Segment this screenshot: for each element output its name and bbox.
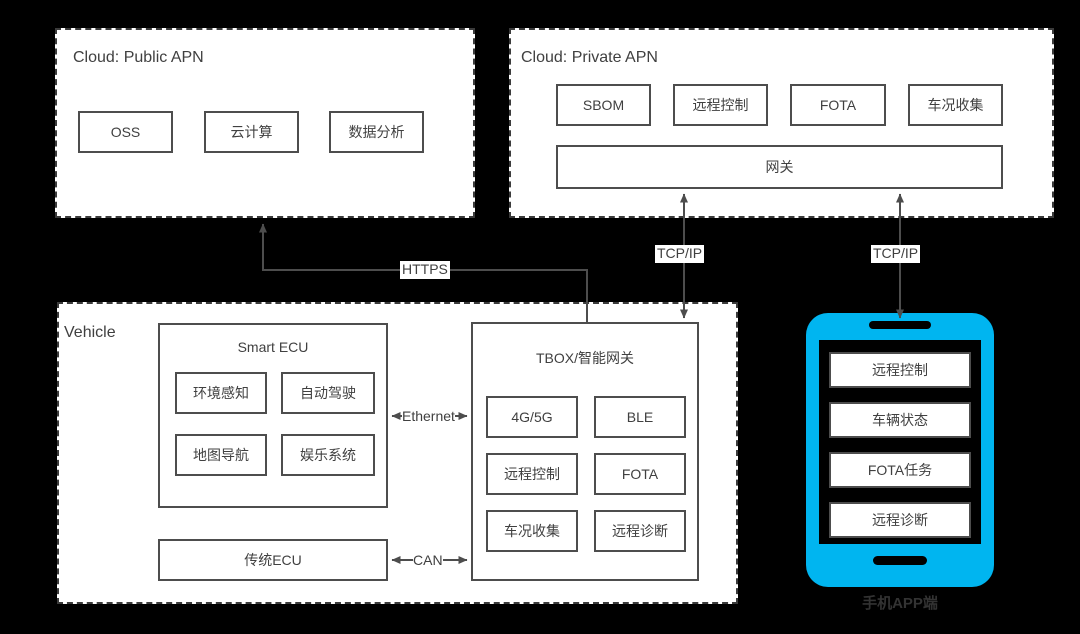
phone-speaker-icon <box>869 321 931 329</box>
tbox-module-4g5g[interactable]: 4G/5G <box>486 396 578 438</box>
public-apn-service-cloud-computing[interactable]: 云计算 <box>204 111 299 153</box>
connector-label-can: CAN <box>413 552 443 570</box>
phone-menu-item-fota-task[interactable]: FOTA任务 <box>829 452 971 488</box>
tbox-module-remote-control[interactable]: 远程控制 <box>486 453 578 495</box>
public-apn-title: Cloud: Public APN <box>73 49 204 66</box>
phone-menu-item-remote-diagnosis[interactable]: 远程诊断 <box>829 502 971 538</box>
private-apn-service-remote-control[interactable]: 远程控制 <box>673 84 768 126</box>
tbox-module-fota[interactable]: FOTA <box>594 453 686 495</box>
smart-ecu-container <box>158 323 388 508</box>
private-apn-service-vehicle-data[interactable]: 车况收集 <box>908 84 1003 126</box>
smart-ecu-title: Smart ECU <box>237 339 309 355</box>
smart-ecu-module-map-navigation[interactable]: 地图导航 <box>175 434 267 476</box>
private-apn-service-fota[interactable]: FOTA <box>790 84 886 126</box>
connector-label-https: HTTPS <box>400 261 450 279</box>
tbox-module-ble[interactable]: BLE <box>594 396 686 438</box>
phone-home-button[interactable] <box>873 556 927 565</box>
connector-label-tcpip-phone: TCP/IP <box>871 245 921 263</box>
phone-menu-item-remote-control[interactable]: 远程控制 <box>829 352 971 388</box>
tbox-module-vehicle-data[interactable]: 车况收集 <box>486 510 578 552</box>
tbox-module-remote-diagnosis[interactable]: 远程诊断 <box>594 510 686 552</box>
connector-label-ethernet: Ethernet <box>402 408 455 426</box>
private-apn-gateway[interactable]: 网关 <box>556 145 1003 189</box>
private-apn-title: Cloud: Private APN <box>521 49 658 66</box>
public-apn-service-data-analysis[interactable]: 数据分析 <box>329 111 424 153</box>
smart-ecu-module-perception[interactable]: 环境感知 <box>175 372 267 414</box>
phone-caption: 手机APP端 <box>862 595 938 612</box>
tbox-title: TBOX/智能网关 <box>535 350 634 366</box>
smart-ecu-module-autonomous-driving[interactable]: 自动驾驶 <box>281 372 375 414</box>
vehicle-title: Vehicle <box>64 324 116 341</box>
public-apn-service-oss[interactable]: OSS <box>78 111 173 153</box>
connector-label-tcpip-tbox: TCP/IP <box>655 245 705 263</box>
legacy-ecu[interactable]: 传统ECU <box>158 539 388 581</box>
private-apn-service-sbom[interactable]: SBOM <box>556 84 651 126</box>
smart-ecu-module-entertainment[interactable]: 娱乐系统 <box>281 434 375 476</box>
phone-menu-item-vehicle-status[interactable]: 车辆状态 <box>829 402 971 438</box>
